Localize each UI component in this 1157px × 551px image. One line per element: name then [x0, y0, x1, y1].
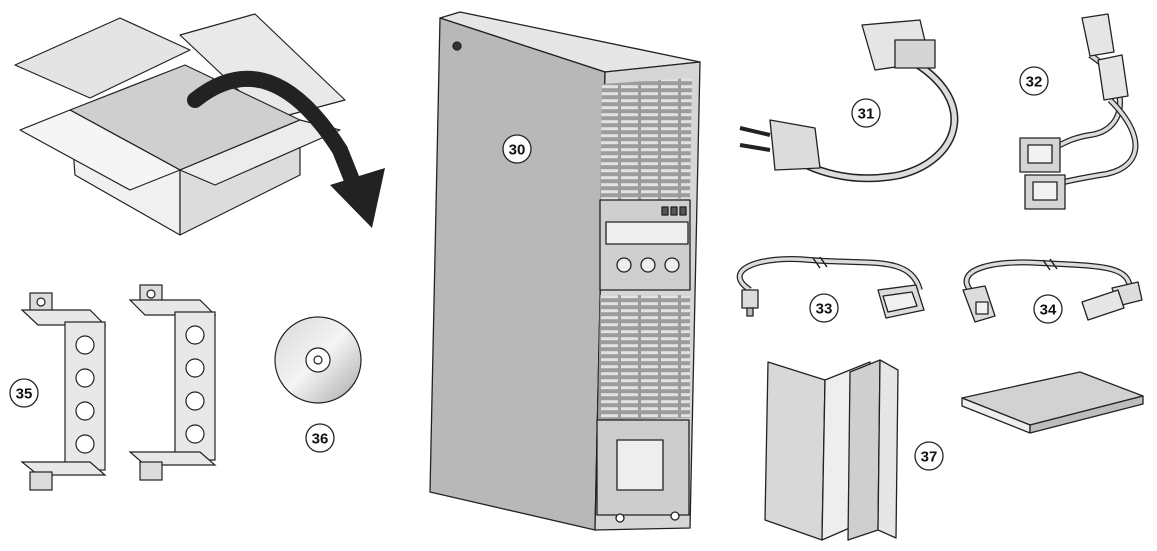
- cable-bracket-right: [128, 284, 217, 481]
- callout-33: 33: [809, 293, 839, 323]
- arrow-head-icon: [330, 168, 385, 228]
- ups-tower-icon: [429, 11, 701, 531]
- callout-32: 32: [1019, 66, 1049, 96]
- callout-37-text: 37: [921, 449, 938, 466]
- power-cord-icon: [739, 19, 959, 183]
- callout-33-text: 33: [816, 301, 833, 318]
- curved-arrow-icon: [187, 70, 368, 208]
- callout-36-text: 36: [312, 431, 329, 448]
- callout-35: 35: [9, 378, 39, 408]
- open-box-icon: [14, 13, 346, 236]
- output-cords-icon: [1019, 13, 1139, 210]
- callout-32-text: 32: [1026, 74, 1043, 91]
- cd-icon: [274, 316, 362, 404]
- callout-34-text: 34: [1040, 302, 1057, 319]
- callout-30-text: 30: [509, 142, 526, 159]
- manual-booklet-icon: [961, 371, 1144, 434]
- callout-34: 34: [1033, 294, 1063, 324]
- callout-31: 31: [851, 98, 881, 128]
- callout-30: 30: [502, 134, 532, 164]
- callout-37: 37: [914, 441, 944, 471]
- callout-36: 36: [305, 423, 335, 453]
- callout-35-text: 35: [16, 386, 33, 403]
- usb-cable-icon: [962, 258, 1143, 323]
- serial-cable-icon: [736, 256, 925, 319]
- folded-leaflet-icon: [764, 359, 899, 541]
- callout-31-text: 31: [858, 106, 875, 123]
- cable-bracket-left: [20, 292, 107, 491]
